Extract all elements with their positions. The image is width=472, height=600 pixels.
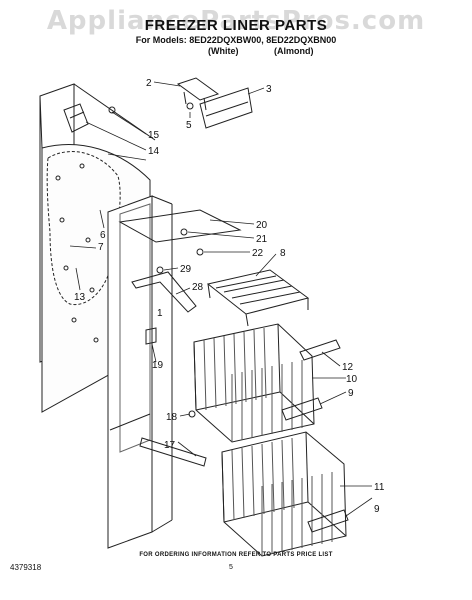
upper-bracket bbox=[63, 103, 116, 133]
callout-leaders bbox=[69, 81, 373, 517]
callout-7: 7 bbox=[98, 242, 104, 253]
variant-white: (White) bbox=[208, 46, 239, 56]
callout-22: 22 bbox=[252, 248, 264, 259]
callout-13: 13 bbox=[74, 292, 86, 303]
wire-shelf bbox=[206, 269, 310, 327]
callout-18: 18 bbox=[166, 412, 178, 423]
callout-8: 8 bbox=[280, 248, 286, 259]
liner-right-wall bbox=[107, 195, 173, 549]
upper-basket bbox=[193, 323, 315, 443]
callout-5: 5 bbox=[186, 120, 192, 131]
callout-3: 3 bbox=[266, 84, 272, 95]
callout-6: 6 bbox=[100, 230, 106, 241]
callout-28: 28 bbox=[192, 282, 204, 293]
callout-12: 12 bbox=[342, 362, 354, 373]
callout-10: 10 bbox=[346, 374, 358, 385]
top-cover bbox=[199, 87, 253, 129]
page-number: 5 bbox=[229, 564, 233, 571]
shelf-rail bbox=[131, 266, 197, 313]
callout-19: 19 bbox=[152, 360, 164, 371]
page-title: FREEZER LINER PARTS bbox=[144, 17, 328, 34]
callout-14: 14 bbox=[148, 146, 160, 157]
callout-21: 21 bbox=[256, 234, 268, 245]
callout-20: 20 bbox=[256, 220, 268, 231]
callout-1: 1 bbox=[157, 308, 163, 319]
callout-labels: 1 2 3 5 6 7 8 9 9 10 11 12 13 14 15 17 1… bbox=[74, 78, 385, 515]
document-number: 4379318 bbox=[10, 563, 42, 572]
lower-basket bbox=[221, 431, 347, 557]
watermark: AppliancePartsPros.com bbox=[46, 6, 426, 36]
callout-29: 29 bbox=[180, 264, 192, 275]
callout-15: 15 bbox=[148, 130, 160, 141]
callout-2: 2 bbox=[146, 78, 152, 89]
model-numbers: For Models: 8ED22DQXBW00, 8ED22DQXBN00 bbox=[135, 35, 337, 45]
top-bracket bbox=[176, 77, 220, 111]
callout-9-lower: 9 bbox=[374, 504, 380, 515]
variant-almond: (Almond) bbox=[274, 46, 314, 56]
callout-17: 17 bbox=[164, 440, 176, 451]
callout-11: 11 bbox=[374, 482, 385, 493]
callout-9-upper: 9 bbox=[348, 388, 354, 399]
ordering-note: FOR ORDERING INFORMATION REFER TO PARTS … bbox=[139, 552, 333, 558]
